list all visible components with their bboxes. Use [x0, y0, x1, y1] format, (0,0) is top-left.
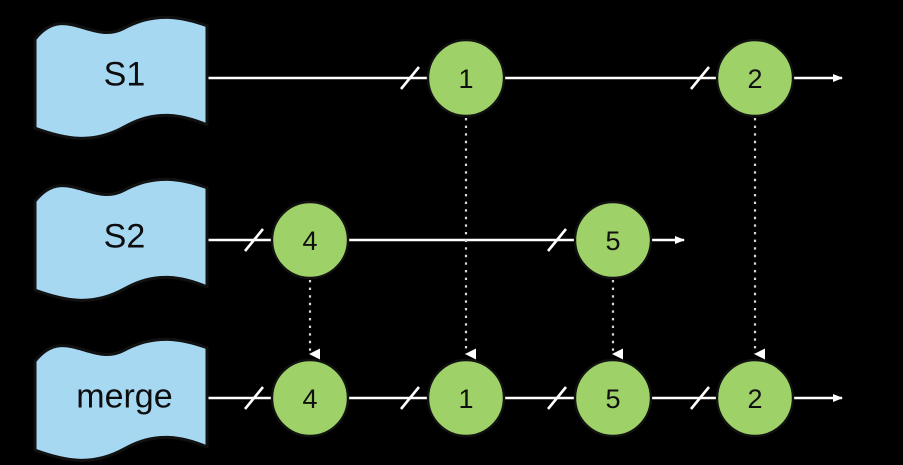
tick-mark-s2-1: [546, 228, 568, 252]
marble-s1-1[interactable]: 2: [715, 38, 795, 118]
marble-value-merge-2: 5: [605, 384, 620, 414]
tick-mark-s2-0: [243, 228, 265, 252]
tick-mark-merge-3: [689, 386, 711, 410]
marble-value-merge-0: 4: [302, 384, 317, 414]
marble-s2-1[interactable]: 5: [573, 200, 653, 280]
stream-flag-s1[interactable]: [33, 15, 209, 140]
stream-flag-s2[interactable]: [33, 177, 209, 302]
marble-s2-0[interactable]: 4: [270, 200, 350, 280]
tick-mark-s1-1: [689, 66, 711, 90]
marble-value-s1-0: 1: [458, 64, 473, 94]
marble-merge-3[interactable]: 2: [715, 358, 795, 438]
tick-mark-merge-0: [243, 386, 265, 410]
marble-circle-merge-1[interactable]: [426, 358, 506, 438]
stream-flag-label-s1: S1: [104, 55, 146, 93]
marble-circle-merge-0[interactable]: [270, 358, 350, 438]
tick-mark-s1-0: [399, 66, 421, 90]
stream-row-s2: S2 4 5: [33, 177, 685, 302]
stream-flag-label-merge: merge: [76, 377, 172, 415]
marble-merge-0[interactable]: 4: [270, 358, 350, 438]
marble-s1-0[interactable]: 1: [426, 38, 506, 118]
marble-circle-merge-3[interactable]: [715, 358, 795, 438]
stream-row-merge: merge 4 1 5 2: [33, 337, 843, 462]
stream-row-s1: S1 1 2: [33, 15, 843, 140]
marble-value-s2-1: 5: [605, 226, 620, 256]
tick-mark-merge-1: [399, 386, 421, 410]
marble-value-s2-0: 4: [302, 226, 317, 256]
marble-value-merge-1: 1: [458, 384, 473, 414]
marble-merge-1[interactable]: 1: [426, 358, 506, 438]
marble-circle-merge-2[interactable]: [573, 358, 653, 438]
stream-flag-merge[interactable]: [33, 337, 209, 462]
marble-circle-s1-1[interactable]: [715, 38, 795, 118]
marble-circle-s1-0[interactable]: [426, 38, 506, 118]
marble-circle-s2-1[interactable]: [573, 200, 653, 280]
marble-circle-s2-0[interactable]: [270, 200, 350, 280]
marble-merge-2[interactable]: 5: [573, 358, 653, 438]
tick-mark-merge-2: [546, 386, 568, 410]
marble-value-s1-1: 2: [747, 64, 762, 94]
stream-flag-label-s2: S2: [104, 217, 146, 255]
marble-value-merge-3: 2: [747, 384, 762, 414]
